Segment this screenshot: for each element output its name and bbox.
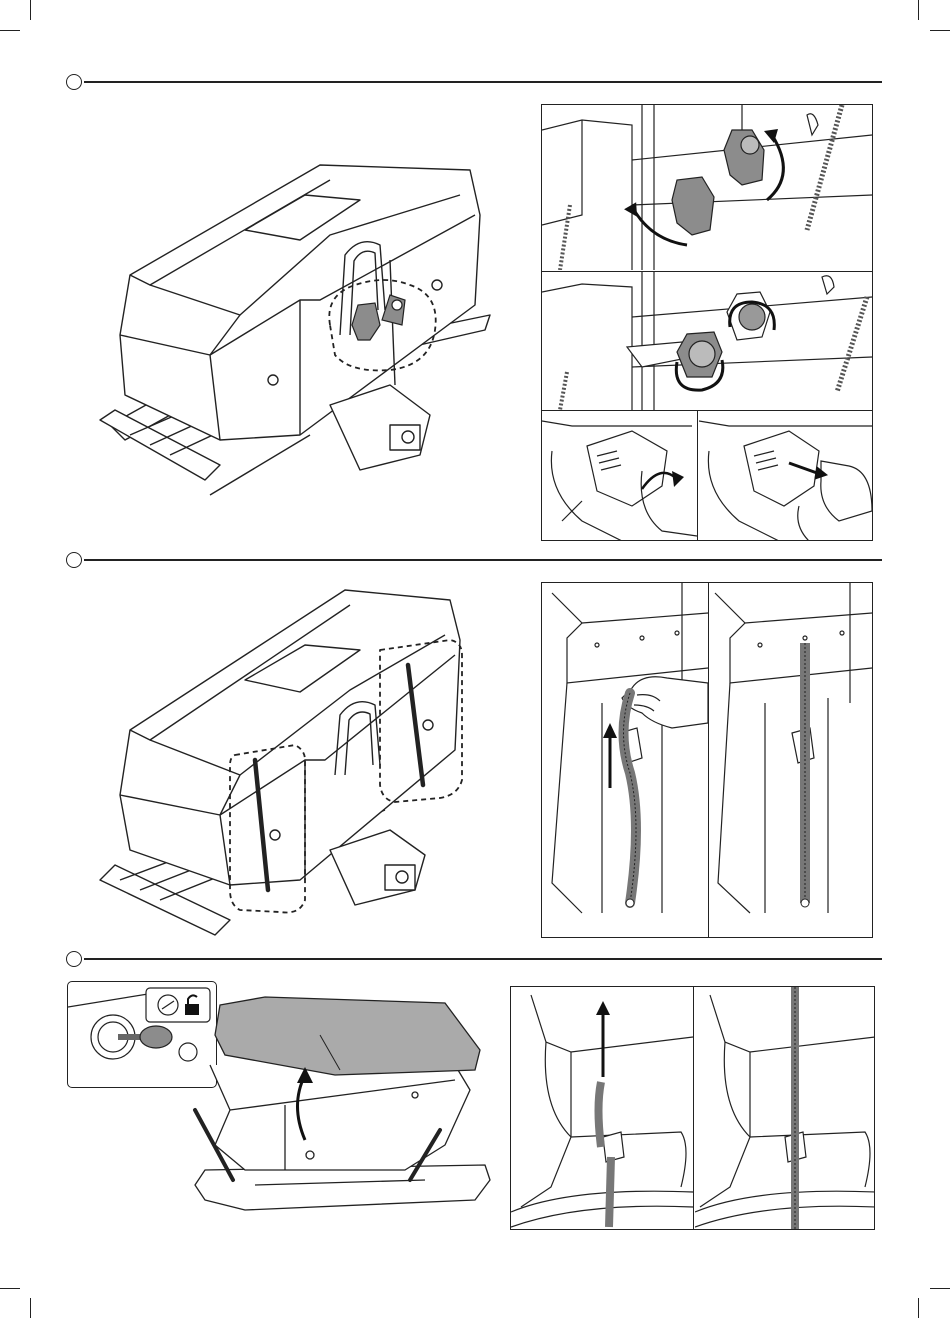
step-1-detail-c-turn-handle [542, 411, 697, 541]
crop-mark-bl-h [0, 1288, 20, 1289]
step-3-detail-b-strap-tight [695, 987, 875, 1229]
step-3-open-box-illustration [185, 995, 495, 1225]
step-2-number-circle [66, 552, 82, 568]
step-3-detail-panel [510, 986, 875, 1230]
step-2-detail-a-pull-strap [542, 583, 708, 937]
step-1-detail-a-rotate-knobs [542, 105, 872, 270]
crop-mark-tl-v [30, 0, 31, 20]
step-1-detail-d-push-handle [699, 411, 872, 541]
step-1-detail-b-knobs-rotated [542, 272, 872, 410]
step-1-cargo-box-illustration [90, 135, 510, 505]
step-2-divider [84, 559, 882, 561]
crop-mark-br-h [930, 1288, 950, 1289]
step-1-detail-panel [541, 104, 873, 541]
step-3-number-circle [66, 951, 82, 967]
crop-mark-tl-h [0, 30, 20, 31]
step-3-divider [84, 958, 882, 960]
crop-mark-bl-v [30, 1298, 31, 1318]
crop-mark-tr-h [930, 30, 950, 31]
step-3-detail-a-release-strap [511, 987, 693, 1229]
crop-mark-tr-v [918, 0, 919, 20]
step-2-detail-panel [541, 582, 873, 938]
crop-mark-br-v [918, 1298, 919, 1318]
step-1-divider [84, 81, 882, 83]
step-2-cargo-box-straps-illustration [90, 580, 475, 940]
step-2-detail-b-strap-tight [710, 583, 872, 937]
step-1-number-circle [66, 74, 82, 90]
